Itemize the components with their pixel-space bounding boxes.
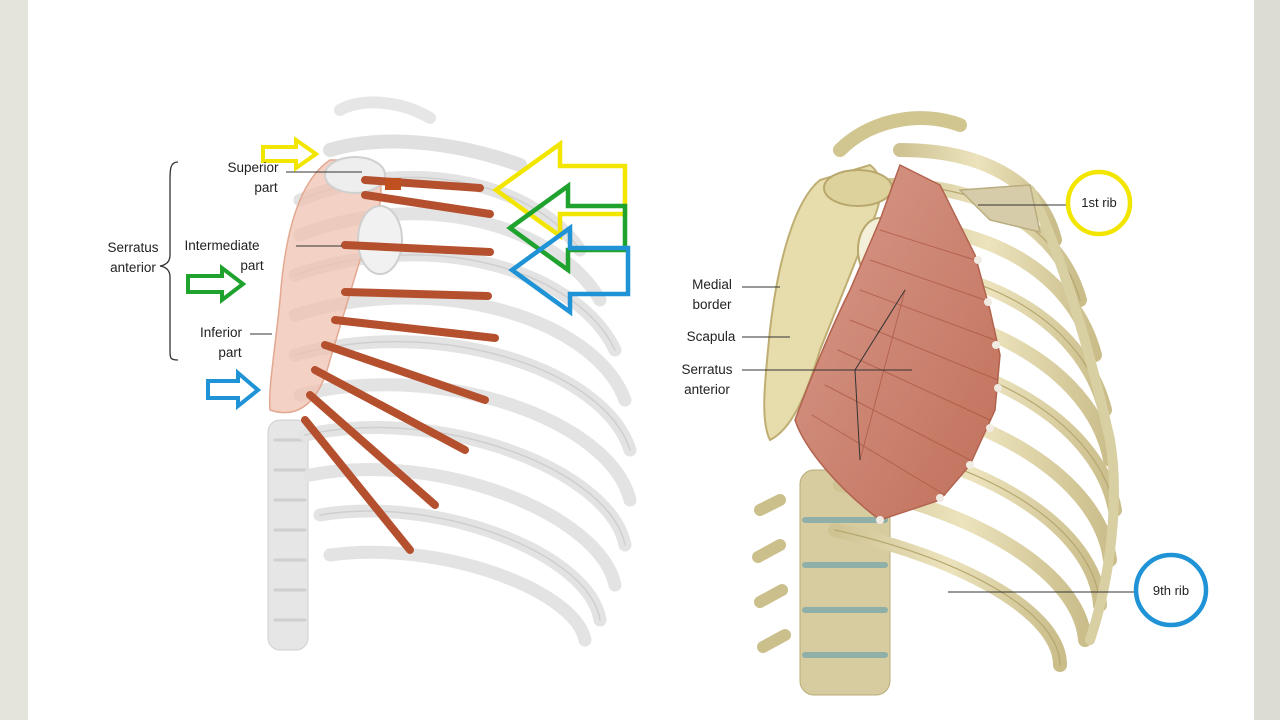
ninth-rib-label: 9th rib (1152, 583, 1190, 598)
page-edge-right (1254, 0, 1280, 720)
green-arrow-right-icon (186, 263, 247, 305)
left-leader-lines (250, 171, 362, 335)
intermediate-part-label: Intermediate part (184, 238, 264, 273)
serratus-bracket (159, 161, 179, 361)
scapula-label: Scapula (686, 329, 736, 344)
right-serratus-muscle (794, 163, 1001, 521)
first-rib-label: 1st rib (1081, 195, 1117, 210)
left-spine (267, 419, 309, 651)
superior-part-label: Superior part (227, 160, 279, 195)
inferior-part-label: Inferior part (199, 325, 243, 360)
left-clavicle (323, 134, 527, 172)
yellow-arrow-right-icon (261, 136, 320, 172)
first-rib-ring (1065, 169, 1133, 237)
right-rib-cage (752, 111, 1122, 696)
right-spine (752, 469, 891, 696)
page-edge-left (0, 0, 28, 720)
medial-border-label: Medial border (692, 277, 732, 312)
left-serratus-slips (301, 176, 499, 554)
blue-arrow-left-icon (508, 223, 631, 317)
left-glenoid (357, 205, 403, 275)
serratus-anterior-group-label: Serratus anterior (107, 240, 159, 275)
right-first-rib (958, 184, 1041, 234)
right-scapula (763, 163, 882, 442)
left-rib-cage (267, 96, 637, 651)
serratus-anterior-label: Serratus anterior (681, 362, 733, 397)
ninth-rib-ring (1133, 552, 1209, 628)
right-leader-lines (742, 204, 1135, 593)
blue-arrow-right-icon (206, 368, 262, 411)
